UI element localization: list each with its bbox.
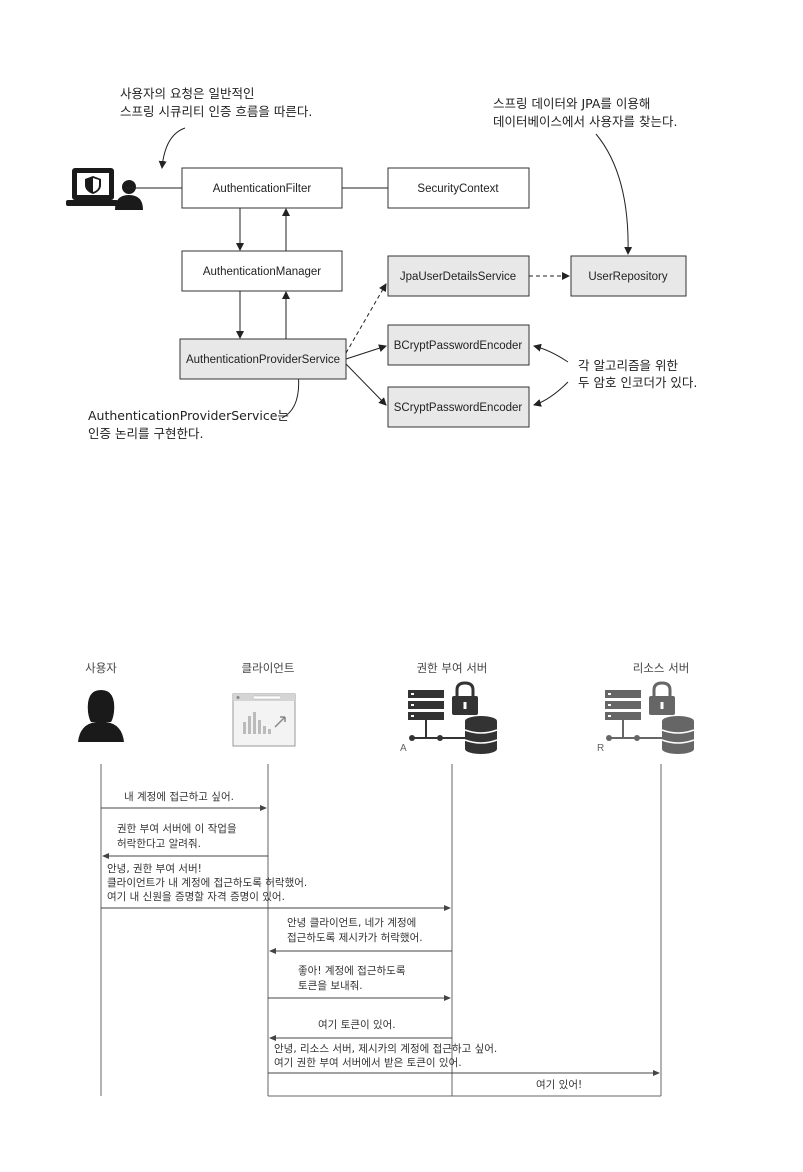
message-text: 안녕, 리소스 서버, 제시카의 계정에 접근하고 싶어. <box>274 1042 497 1055</box>
note-spring-data-line2: 데이터베이스에서 사용자를 찾는다. <box>493 114 677 129</box>
note-pointer-bcrypt <box>533 343 569 363</box>
sequence-message: 여기 있어! <box>536 1079 582 1091</box>
sequence-message: 내 계정에 접근하고 싶어. <box>101 790 267 811</box>
auth-server-tag: A <box>400 743 407 754</box>
browser-chart-icon <box>232 693 296 747</box>
message-text: 안녕, 권한 부여 서버! <box>107 863 202 875</box>
box-bcrypt-password-encoder: BCryptPasswordEncoder <box>387 324 530 366</box>
box-security-context: SecurityContext <box>387 167 530 209</box>
actor-label-client: 클라이언트 <box>242 661 295 675</box>
note-encoders-line2: 두 암호 인코더가 있다. <box>578 375 697 390</box>
message-text: 허락한다고 알려줘. <box>117 838 201 850</box>
message-text: 안녕 클라이언트, 네가 계정에 <box>287 917 416 929</box>
box-scrypt-password-encoder: SCryptPasswordEncoder <box>387 386 530 428</box>
label-security-context: SecurityContext <box>417 183 499 195</box>
actor-label-user: 사용자 <box>85 661 117 675</box>
actor-label-resource-server: 리소스 서버 <box>633 661 690 675</box>
sequence-message: 좋아! 계정에 접근하도록 토큰을 보내줘. <box>268 964 451 1001</box>
box-authentication-provider-service: AuthenticationProviderService <box>179 338 347 380</box>
label-authentication-manager: AuthenticationManager <box>203 266 321 278</box>
label-bcrypt-password-encoder: BCryptPasswordEncoder <box>394 340 523 352</box>
message-text: 여기 권한 부여 서버에서 받은 토큰이 있어. <box>274 1057 462 1069</box>
architecture-diagram: 사용자의 요청은 일반적인 스프링 시큐리티 인증 흐름을 따른다. 스프링 데… <box>66 86 697 441</box>
message-text: 여기 내 신원을 증명할 자격 증명이 있어. <box>107 890 285 903</box>
message-text: 좋아! 계정에 접근하도록 <box>298 964 406 977</box>
resource-server-tag: R <box>597 743 604 754</box>
box-authentication-manager: AuthenticationManager <box>181 250 343 292</box>
note-encoders-line1: 각 알고리즘을 위한 <box>578 358 678 373</box>
label-jpa-user-details-service: JpaUserDetailsService <box>400 271 516 283</box>
sequence-message: 안녕, 리소스 서버, 제시카의 계정에 접근하고 싶어. 여기 권한 부여 서… <box>268 1042 660 1076</box>
arrow-provider-to-bcrypt <box>345 344 387 360</box>
label-scrypt-password-encoder: SCryptPasswordEncoder <box>394 402 523 414</box>
message-text: 권한 부여 서버에 이 작업을 <box>117 822 237 835</box>
note-provider-line1: AuthenticationProviderService는 <box>88 408 289 423</box>
note-user-request-line1: 사용자의 요청은 일반적인 <box>120 86 254 101</box>
actor-label-auth-server: 권한 부여 서버 <box>417 661 488 675</box>
arrow-provider-to-jpa-service <box>345 283 387 354</box>
note-pointer-repository <box>595 133 633 255</box>
label-authentication-provider-service: AuthenticationProviderService <box>186 354 340 366</box>
label-user-repository: UserRepository <box>588 271 667 283</box>
label-authentication-filter: AuthenticationFilter <box>213 183 312 195</box>
sequence-message: 안녕 클라이언트, 네가 계정에 접근하도록 제시카가 허락했어. <box>269 917 452 954</box>
message-text: 클라이언트가 내 계정에 접근하도록 허락했어. <box>107 876 307 889</box>
resource-server-icon <box>605 681 695 754</box>
user-icon <box>78 690 124 742</box>
message-text: 토큰을 보내줘. <box>298 980 363 992</box>
box-jpa-user-details-service: JpaUserDetailsService <box>387 255 530 297</box>
message-text: 내 계정에 접근하고 싶어. <box>124 790 234 803</box>
note-pointer-scrypt <box>533 381 569 407</box>
note-spring-data-line1: 스프링 데이터와 JPA를 이용해 <box>493 96 650 111</box>
message-text: 여기 있어! <box>536 1079 582 1091</box>
box-authentication-filter: AuthenticationFilter <box>181 167 343 209</box>
oauth-sequence-diagram: 사용자 클라이언트 권한 부여 서버 리소스 서버 <box>78 661 695 1097</box>
sequence-message: 여기 토큰이 있어. <box>269 1019 452 1041</box>
arrow-provider-to-scrypt <box>345 363 387 406</box>
message-text: 여기 토큰이 있어. <box>318 1019 396 1031</box>
laptop-user-icon <box>66 168 143 210</box>
note-provider-line2: 인증 논리를 구현한다. <box>88 426 203 441</box>
auth-server-icon <box>408 681 498 754</box>
note-user-request-line2: 스프링 시큐리티 인증 흐름을 따른다. <box>120 104 312 119</box>
sequence-message: 안녕, 권한 부여 서버! 클라이언트가 내 계정에 접근하도록 허락했어. 여… <box>101 863 451 911</box>
box-user-repository: UserRepository <box>570 255 687 297</box>
message-text: 접근하도록 제시카가 허락했어. <box>287 931 423 944</box>
sequence-message: 권한 부여 서버에 이 작업을 허락한다고 알려줘. <box>102 822 268 859</box>
note-pointer-user <box>158 127 186 169</box>
